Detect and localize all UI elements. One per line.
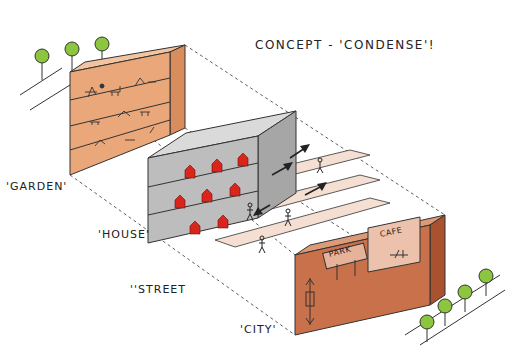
layer-label: 'CITY' xyxy=(240,323,276,336)
layer-label: 'HOUSE' xyxy=(98,228,150,241)
layer-label: ''STREET xyxy=(130,283,186,296)
title: CONCEPT - 'CONDENSE'! xyxy=(255,38,435,52)
layer-label: 'GARDEN' xyxy=(6,180,67,193)
